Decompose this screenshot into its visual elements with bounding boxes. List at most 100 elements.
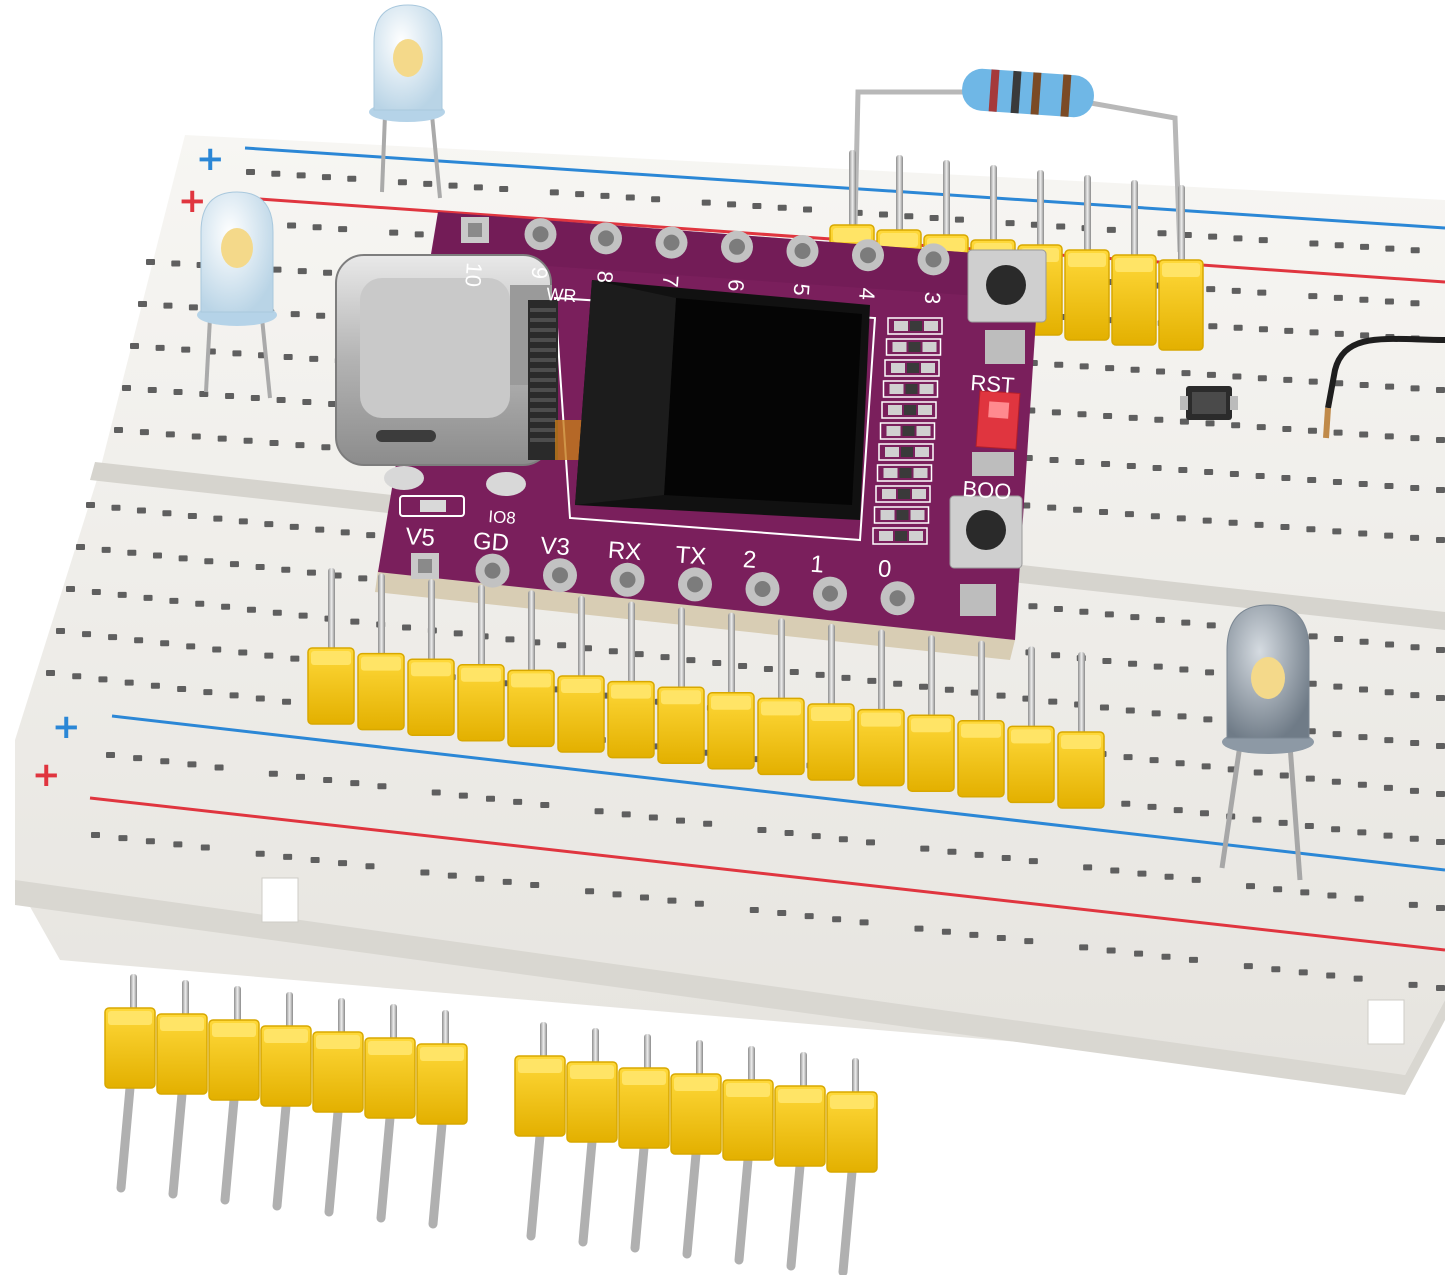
breadboard-hole <box>350 780 360 787</box>
breadboard-hole <box>582 645 592 652</box>
smd-pad <box>882 489 896 499</box>
breadboard-hole <box>1121 800 1131 807</box>
header-pin <box>838 1167 857 1275</box>
pin-pad-hole <box>687 576 703 593</box>
breadboard-hole <box>315 526 325 533</box>
header-block-top <box>833 228 871 242</box>
header-block <box>857 708 905 787</box>
breadboard-hole <box>145 838 155 845</box>
breadboard-hole <box>1326 972 1336 979</box>
breadboard-hole <box>625 194 635 201</box>
bottom-pin-label: V5 <box>405 523 436 552</box>
header-pin <box>786 1161 805 1271</box>
smd-component <box>1180 386 1238 420</box>
breadboard-hole <box>1436 985 1445 991</box>
breadboard-hole <box>502 878 512 885</box>
header-block-top <box>212 1023 256 1037</box>
breadboard-hole <box>1384 532 1394 539</box>
breadboard-hole <box>46 670 55 676</box>
pcb-edge <box>375 570 1015 660</box>
header-block <box>364 1037 416 1119</box>
breadboard-hole <box>1282 425 1292 432</box>
breadboard-hole <box>784 830 794 837</box>
breadboard-hole <box>1126 463 1136 469</box>
breadboard-hole <box>648 814 658 821</box>
breadboard-hole <box>1179 418 1189 425</box>
header-pin <box>1084 175 1091 254</box>
smd-outline <box>884 359 940 377</box>
breadboard-hole <box>1436 839 1445 845</box>
breadboard-hole <box>1436 387 1445 393</box>
pin-pad-hole <box>418 559 432 573</box>
breadboard-hole <box>1047 504 1057 511</box>
breadboard-hole <box>1048 698 1058 705</box>
breadboard-hole <box>1333 429 1343 436</box>
breadboard-hole <box>420 869 430 876</box>
breadboard-hole <box>815 671 825 678</box>
breadboard-hole <box>701 199 711 206</box>
oled-display <box>575 280 870 520</box>
breadboard-hole <box>56 628 65 634</box>
breadboard-hole <box>1410 740 1420 747</box>
label-rst: RST <box>970 370 1016 398</box>
breadboard-hole <box>1408 901 1418 908</box>
header-block <box>670 1073 722 1155</box>
header-block-top <box>108 1011 152 1025</box>
breadboard-hole <box>1308 378 1318 385</box>
breadboard-hole <box>269 439 279 446</box>
smd-body <box>910 321 922 331</box>
breadboard-hole <box>250 395 260 401</box>
breadboard-hole <box>152 552 162 559</box>
smd-body <box>904 405 916 415</box>
usb-c-connector <box>335 254 552 466</box>
breadboard-hole <box>1300 889 1310 896</box>
pin-pad-hole <box>468 223 482 237</box>
header-pin <box>578 1137 597 1247</box>
bottom-pin-label: V3 <box>540 532 571 561</box>
breadboard-hole <box>600 192 610 199</box>
resistor-body <box>962 68 1094 118</box>
header-pin <box>728 612 735 697</box>
header-block-top <box>1162 263 1200 277</box>
breadboard-hole <box>954 216 964 223</box>
breadboard-hole <box>1305 775 1315 782</box>
header-pin <box>928 635 935 720</box>
top-pin-label: 9 <box>527 266 553 280</box>
breadboard-hole <box>316 312 326 319</box>
smd-outline <box>881 401 937 419</box>
breadboard-notch-left <box>261 877 299 923</box>
breadboard-hole <box>1332 528 1342 535</box>
led-top-die <box>393 39 423 77</box>
breadboard-hole <box>1137 870 1147 877</box>
header-block <box>774 1085 826 1167</box>
header-pin <box>130 974 137 1012</box>
breadboard-hole <box>1130 366 1140 373</box>
bottom-pin-label: GD <box>472 528 510 557</box>
breadboard-hole <box>1051 652 1061 659</box>
header-pin <box>428 1119 447 1229</box>
breadboard-hole <box>312 224 322 231</box>
breadboard-hole <box>499 186 509 193</box>
breadboard-hole <box>1028 603 1038 610</box>
header-pin <box>878 629 885 714</box>
header-block <box>657 686 705 764</box>
breadboard-hole <box>1124 511 1134 518</box>
breadboard-hole <box>229 561 239 568</box>
boot-switch-pad <box>972 452 1014 476</box>
breadboard-hole <box>1173 807 1183 814</box>
header-block <box>104 1007 156 1089</box>
breadboard-hole <box>1383 784 1393 791</box>
header-block-top <box>316 1035 360 1049</box>
header-block <box>507 669 555 748</box>
oled-display-bezel-strip <box>575 280 676 505</box>
header-pin <box>220 1095 239 1205</box>
breadboard-hole <box>667 897 677 904</box>
breadboard-hole <box>1125 707 1135 714</box>
pin-pad-hole <box>663 234 680 251</box>
pin-pad-hole <box>598 230 614 247</box>
pin-pad-hole <box>484 562 501 579</box>
breadboard-hole <box>1075 459 1085 465</box>
breadboard-hole <box>130 343 139 349</box>
breadboard-hole <box>282 698 292 705</box>
